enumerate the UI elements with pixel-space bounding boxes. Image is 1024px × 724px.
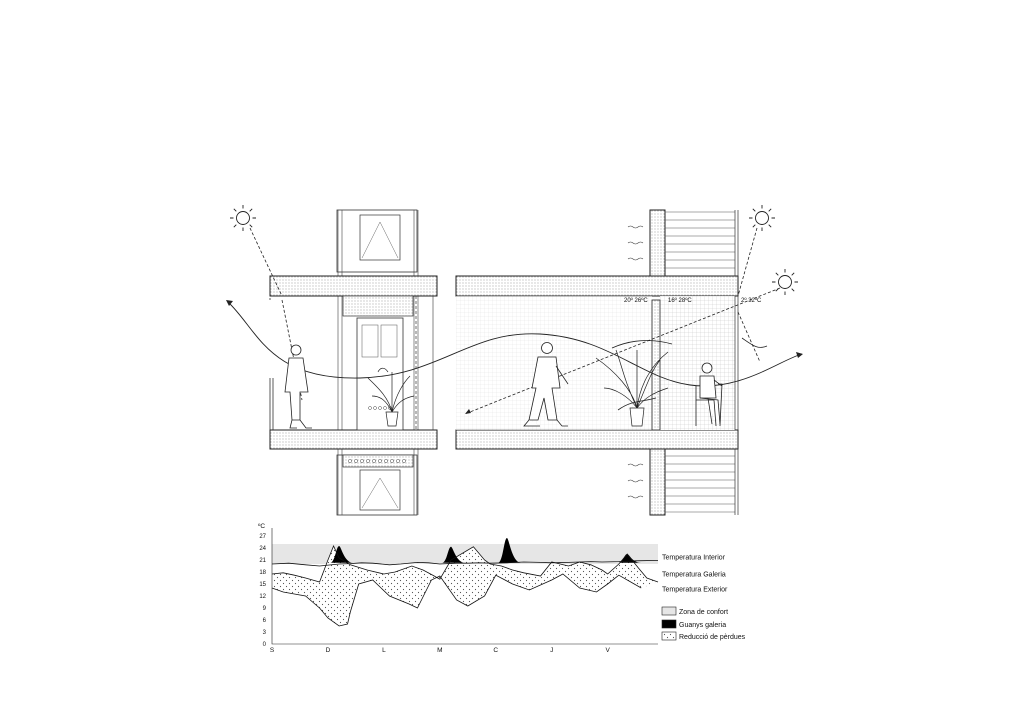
y-tick-label: 0 <box>263 642 267 648</box>
person-icon <box>523 342 569 427</box>
legend-label: Guanys galeria <box>679 622 726 629</box>
interior-temp-line <box>271 560 659 567</box>
loss-reduction-area <box>272 546 658 626</box>
sun-icon <box>771 268 799 296</box>
y-tick-label: 15 <box>259 582 266 588</box>
x-tick-label: L <box>382 647 386 654</box>
gallery-gain-peak <box>497 538 521 563</box>
building-section: 20º 26ºC 16º 28ºC 2º 32ºC <box>226 204 803 516</box>
x-tick-label: C <box>493 647 498 654</box>
y-tick-label: 21 <box>259 558 266 564</box>
series-label: Temperatura Galeria <box>662 571 726 578</box>
y-tick-label: 27 <box>259 534 266 540</box>
y-tick-label: 18 <box>259 570 266 576</box>
sun-icon <box>229 204 257 232</box>
chart-axis <box>271 528 658 645</box>
x-tick-label: S <box>270 647 275 654</box>
temp-label-interior: 20º 26ºC <box>624 297 648 304</box>
legend-swatch <box>661 619 677 629</box>
temperature-chart: ºC 3 6 9 12 15 18 21 24 27 0S D L M C J V Temperatura Int… <box>258 523 746 654</box>
exterior-temp-line <box>271 573 642 627</box>
y-tick-label: 12 <box>259 594 266 600</box>
legend-label: Reducció de pèrdues <box>679 634 746 641</box>
person-icon <box>284 344 312 429</box>
y-tick-label: 3 <box>263 630 267 636</box>
sun-icon <box>748 204 776 232</box>
y-unit-label: ºC <box>258 523 265 530</box>
series-label: Temperatura Interior <box>662 555 726 562</box>
x-tick-label: D <box>326 647 331 654</box>
gallery-gain-peak <box>330 546 354 563</box>
plant-icon <box>367 367 415 427</box>
legend-swatch <box>661 606 677 616</box>
x-tick-label: J <box>550 647 553 654</box>
y-tick-label: 24 <box>259 546 266 552</box>
gallery-temp-line <box>271 544 659 583</box>
x-tick-label: V <box>605 647 610 654</box>
heat-wave-icon <box>627 225 644 499</box>
chair-icon <box>695 383 723 427</box>
x-tick-label: M <box>437 647 442 654</box>
y-tick-label: 9 <box>263 606 267 612</box>
plant-icon <box>595 349 669 427</box>
y-tick-label: 6 <box>263 618 267 624</box>
gallery-gain-peak <box>442 546 466 563</box>
series-label: Temperatura Exterior <box>662 587 728 594</box>
temp-label-gallery: 16º 28ºC <box>668 297 692 304</box>
legend-label: Zona de confort <box>679 609 728 616</box>
gallery-gain-peak <box>618 554 642 563</box>
temp-label-exterior: 2º 32ºC <box>741 297 762 304</box>
legend-swatch <box>661 631 677 641</box>
